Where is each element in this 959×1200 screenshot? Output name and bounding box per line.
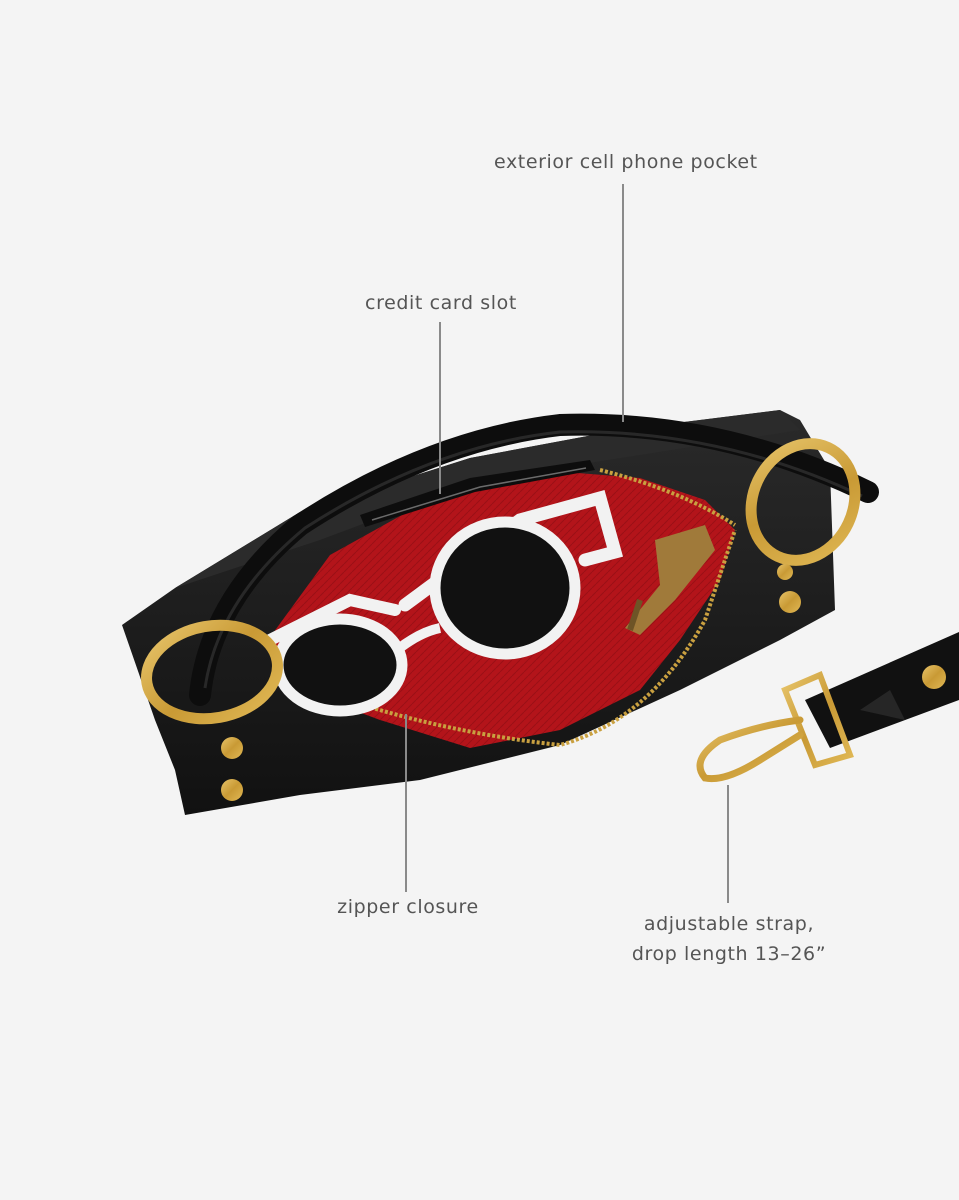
phone-pocket-label: exterior cell phone pocket <box>494 151 758 173</box>
sunglasses <box>264 490 624 717</box>
card-slot <box>360 460 595 527</box>
rivets <box>221 564 801 801</box>
card-slot-leader-line <box>439 322 441 494</box>
adjustable-strap <box>696 632 959 783</box>
right-ring <box>745 438 861 566</box>
keys <box>625 525 715 635</box>
left-ring <box>141 619 283 725</box>
strap-leader-line <box>727 785 729 903</box>
strap-label: adjustable strap, drop length 13–26” <box>628 909 830 969</box>
zipper-leader-line <box>405 714 407 892</box>
strap-label-line-1: adjustable strap, <box>643 913 815 935</box>
strap-label-line-2: drop length 13–26” <box>631 943 827 965</box>
card-slot-label: credit card slot <box>365 292 517 314</box>
zipper-track <box>289 468 737 748</box>
zipper-label: zipper closure <box>337 896 479 918</box>
top-handle <box>189 413 879 706</box>
phone-pocket-leader-line <box>622 184 624 422</box>
